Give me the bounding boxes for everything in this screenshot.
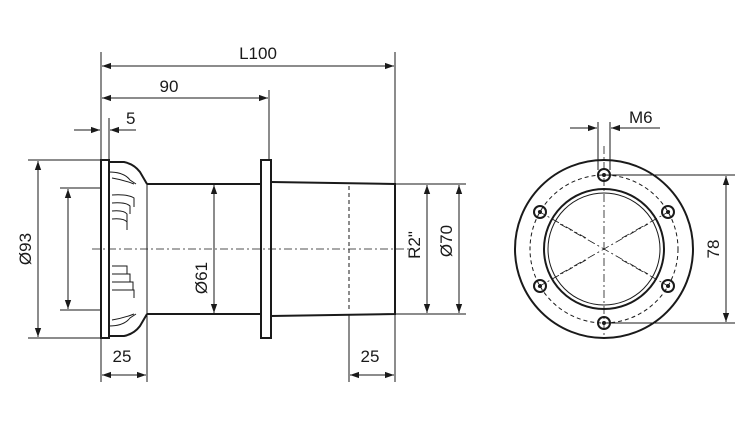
bore-inner-circle	[547, 192, 661, 306]
flange-fillet-bottom	[109, 313, 148, 337]
flange-outer-circle	[514, 159, 694, 339]
side-view: L100 90 5 Ø93 Ø61 R2" Ø70 25 25	[16, 44, 466, 382]
dim-bore-diameter: Ø61	[192, 262, 211, 294]
bolt-hole-icon	[661, 205, 675, 219]
fins-upper	[108, 171, 137, 230]
fins-lower	[108, 265, 137, 327]
dim-bolt-circle: 78	[704, 240, 723, 259]
threaded-end	[270, 181, 396, 317]
dim-flange-thickness: 5	[126, 109, 135, 128]
dim-flange-section-length: 25	[113, 347, 132, 366]
dim-outer-diameter: Ø70	[437, 225, 456, 257]
dim-bolt-thread: M6	[629, 108, 653, 127]
dim-flange-diameter: Ø93	[16, 233, 35, 265]
front-center-lines	[537, 146, 671, 336]
bolt-hole-icon	[533, 205, 547, 219]
dim-overall-length: L100	[239, 44, 277, 63]
bolt-hole-icon	[533, 279, 547, 293]
bolt-hole-icon	[661, 279, 675, 293]
flange-fillet-top	[109, 161, 148, 185]
extension-lines	[28, 52, 466, 382]
dim-thread-length: 25	[361, 347, 380, 366]
dim-thread: R2"	[405, 231, 424, 259]
extension-lines-front	[597, 122, 735, 324]
front-view: M6 78	[514, 108, 735, 339]
dim-flange-to-collar: 90	[160, 77, 179, 96]
bolt-circle	[529, 174, 679, 324]
